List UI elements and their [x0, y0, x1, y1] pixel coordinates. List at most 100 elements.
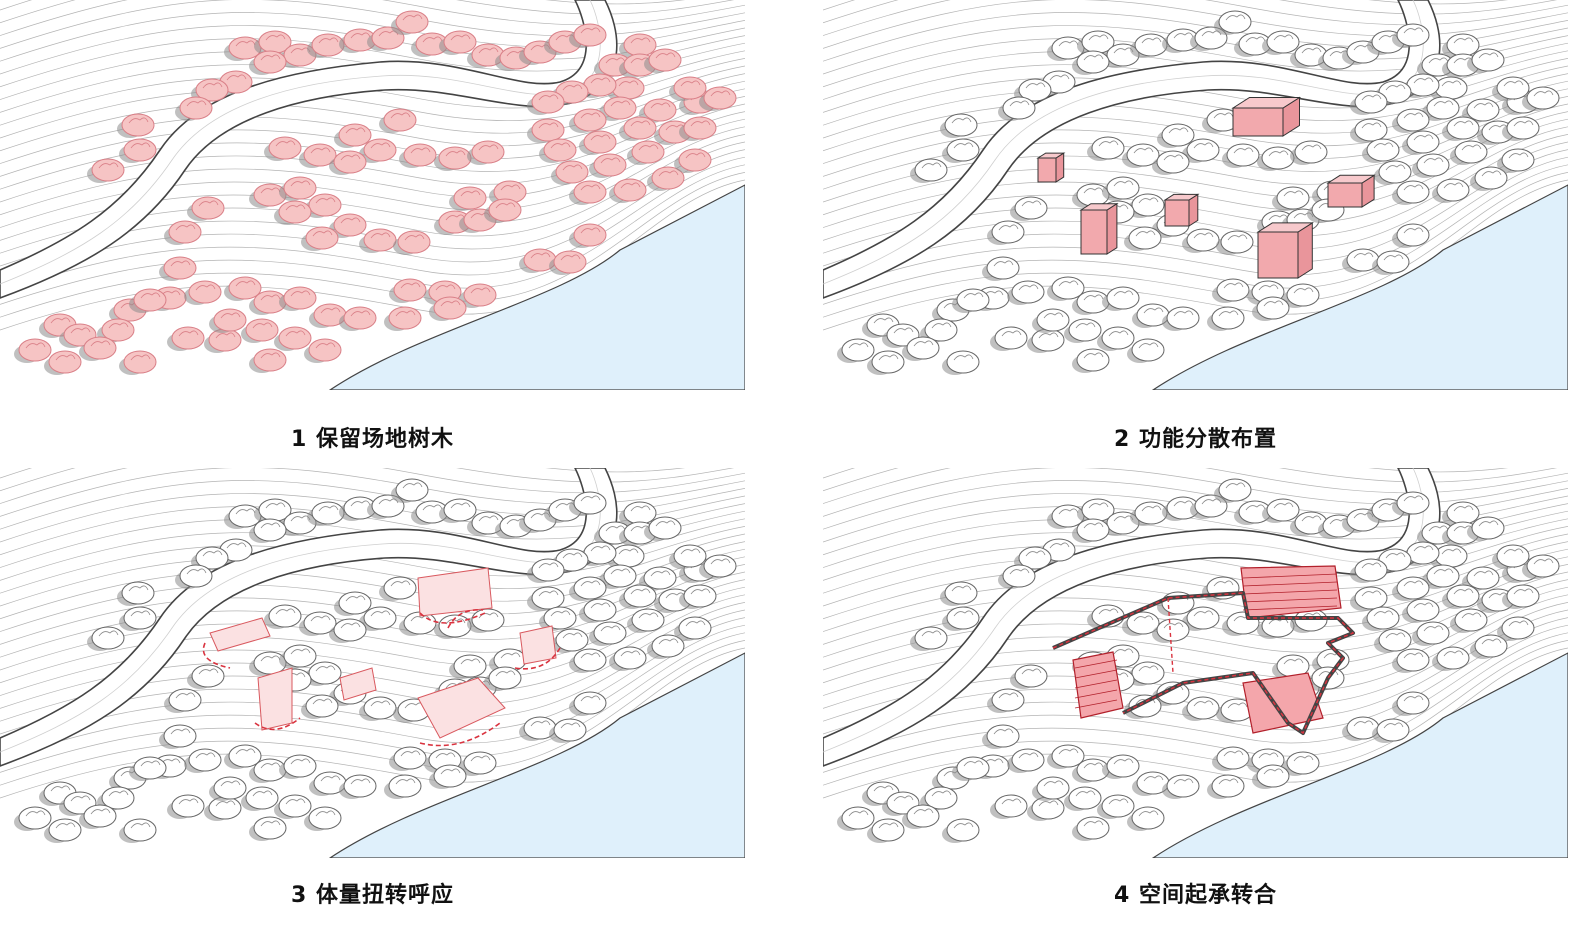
tree-crown-detail	[275, 608, 296, 615]
tree-crown-detail	[340, 154, 361, 161]
tree-canopy	[123, 350, 157, 374]
tree-crown-detail	[285, 330, 306, 337]
contour-line	[0, 149, 745, 280]
tree-crown-detail	[350, 500, 371, 507]
tree-canopy	[1266, 498, 1300, 522]
tree-crown-detail	[275, 140, 296, 147]
tree-crown-detail	[1038, 800, 1059, 807]
tree-canopy	[1434, 544, 1468, 568]
building-tower-floor-line	[1074, 669, 1118, 679]
tree-canopy	[553, 250, 587, 274]
building-south-roof	[1242, 672, 1324, 734]
tree-crown-detail	[1503, 80, 1524, 87]
tree-canopy	[1396, 180, 1430, 204]
tree-crown-detail	[538, 590, 559, 597]
tree-crown-detail	[1428, 525, 1449, 532]
tree-crown-detail	[658, 170, 679, 177]
tree-canopy	[1216, 278, 1250, 302]
tree-canopy	[333, 150, 367, 174]
tree-canopy	[1378, 160, 1412, 184]
tree-canopy	[1376, 250, 1410, 274]
tree-crown-detail	[1043, 780, 1064, 787]
tree-canopy	[1068, 786, 1102, 810]
panel-dispersed-layout	[823, 0, 1568, 390]
tree-canopy	[1126, 143, 1160, 167]
tree-crown-detail	[1283, 658, 1304, 665]
tree-canopy	[393, 278, 427, 302]
tree-canopy	[101, 786, 135, 810]
tree-canopy	[1220, 230, 1254, 254]
tree-crown-detail	[130, 822, 151, 829]
tree-canopy	[1446, 501, 1480, 525]
tree-crown-detail	[1453, 37, 1474, 44]
contour-line	[0, 156, 745, 292]
tree-crown-detail	[1113, 180, 1134, 187]
tree-crown-detail	[160, 758, 181, 765]
tree-crown-detail	[998, 692, 1019, 699]
tree-crown-detail	[1385, 552, 1406, 559]
tree-canopy	[1506, 584, 1540, 608]
tree-canopy	[1354, 558, 1388, 582]
tree-canopy	[338, 123, 372, 147]
tree-crown-detail	[1173, 500, 1194, 507]
tree-crown-detail	[993, 260, 1014, 267]
tree-canopy	[253, 348, 287, 372]
tree-canopy	[283, 644, 317, 668]
tree-canopy	[1011, 748, 1045, 772]
tree-crown-detail	[1173, 32, 1194, 39]
tree-canopy	[363, 696, 397, 720]
panel-volume-rotation	[0, 468, 745, 858]
tree-crown-detail	[220, 780, 241, 787]
tree-canopy	[1011, 280, 1045, 304]
tree-canopy	[18, 338, 52, 362]
water-body	[328, 184, 745, 390]
tree-canopy	[1474, 166, 1508, 190]
tree-canopy	[841, 338, 875, 362]
tree-crown-detail	[590, 77, 611, 84]
tree-crown-detail	[130, 610, 151, 617]
tree-canopy	[593, 153, 627, 177]
tree-crown-detail	[658, 638, 679, 645]
tree-crown-detail	[1508, 152, 1529, 159]
mass-middle-top	[1163, 193, 1200, 201]
water-body	[328, 652, 745, 858]
tree-canopy	[1131, 806, 1165, 830]
tree-canopy	[1076, 518, 1110, 542]
tree-canopy	[488, 666, 522, 690]
tree-crown-detail	[390, 580, 411, 587]
tree-canopy	[573, 180, 607, 204]
tree-crown-detail	[345, 127, 366, 134]
tree-canopy	[101, 318, 135, 342]
tree-crown-detail	[312, 230, 333, 237]
tree-canopy	[555, 160, 589, 184]
tree-canopy	[1454, 140, 1488, 164]
tree-crown-detail	[983, 290, 1004, 297]
tree-crown-detail	[495, 202, 516, 209]
tree-canopy	[1276, 186, 1310, 210]
tree-crown-detail	[260, 655, 281, 662]
tree-canopy	[433, 296, 467, 320]
tree-crown-detail	[1428, 57, 1449, 64]
tree-canopy	[643, 566, 677, 590]
tree-crown-detail	[710, 90, 731, 97]
tree-canopy	[228, 744, 262, 768]
tree-crown-detail	[320, 775, 341, 782]
tree-canopy	[395, 478, 429, 502]
contour-line	[823, 0, 1509, 11]
tree-crown-detail	[638, 144, 659, 151]
tree-crown-detail	[435, 752, 456, 759]
tree-crown-detail	[1018, 752, 1039, 759]
tree-crown-detail	[1373, 610, 1394, 617]
tree-canopy	[991, 688, 1025, 712]
tree-crown-detail	[25, 342, 46, 349]
tree-canopy	[1014, 664, 1048, 688]
tree-canopy	[1266, 30, 1300, 54]
tree-canopy	[1406, 541, 1440, 565]
tree-canopy	[1106, 754, 1140, 778]
tree-crown-detail	[320, 307, 341, 314]
tree-crown-detail	[1413, 602, 1434, 609]
tree-crown-detail	[1301, 515, 1322, 522]
tree-crown-detail	[1075, 790, 1096, 797]
tree-crown-detail	[1423, 625, 1444, 632]
tree-crown-detail	[680, 548, 701, 555]
